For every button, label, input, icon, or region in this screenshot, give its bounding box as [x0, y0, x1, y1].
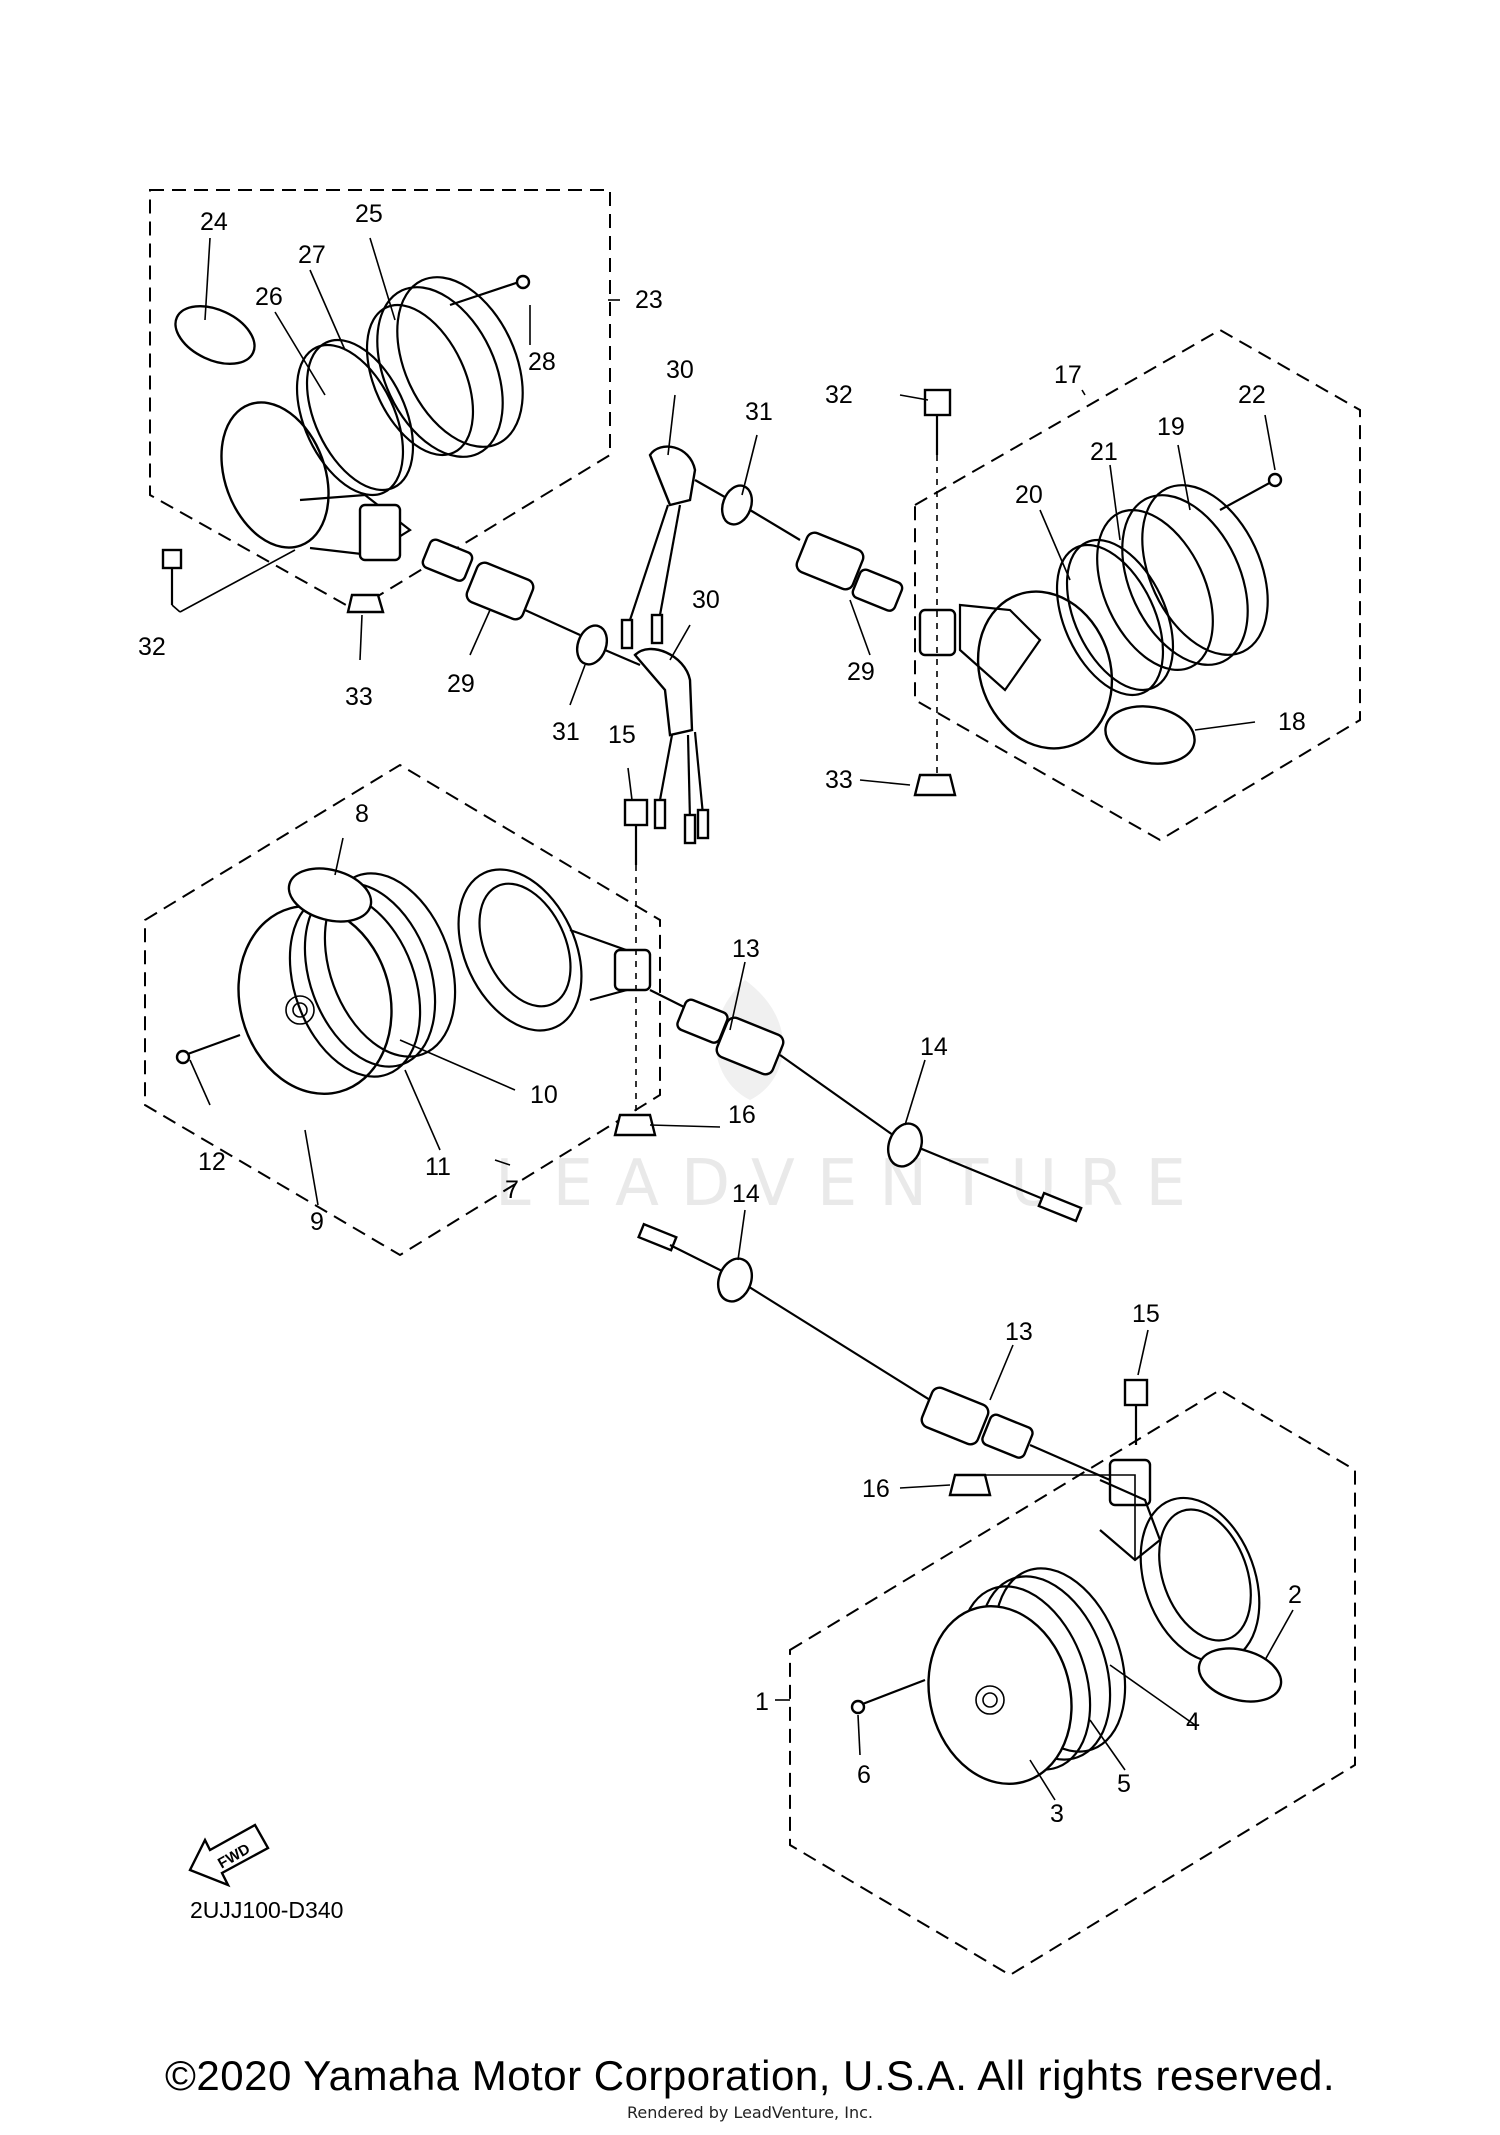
callout-14-upper: 14 [920, 1033, 948, 1061]
copyright-notice: ©2020 Yamaha Motor Corporation, U.S.A. A… [164, 2052, 1336, 2099]
callout-17: 17 [1054, 361, 1082, 389]
front-left-lamp-assembly [175, 798, 657, 1137]
callout-14-lower: 14 [732, 1180, 760, 1208]
callout-21: 21 [1090, 438, 1118, 466]
rear-left-lamp-assembly [161, 274, 531, 614]
callout-1: 1 [755, 1688, 769, 1716]
front-left-wiring [649, 989, 1083, 1223]
callout-25: 25 [355, 200, 383, 228]
callout-22: 22 [1238, 381, 1266, 409]
group-box-7 [144, 763, 661, 1257]
callout-24: 24 [200, 208, 228, 236]
callout-26: 26 [255, 283, 283, 311]
callout-32-right: 32 [825, 381, 853, 409]
rear-left-wiring [421, 538, 710, 845]
callout-labels: 24 25 27 26 23 28 30 31 32 17 22 19 21 2… [138, 200, 1306, 1828]
callout-3: 3 [1050, 1800, 1064, 1828]
leader-lines [171, 237, 1294, 1801]
rendered-by-credit: Rendered by LeadVenture, Inc. [627, 2103, 873, 2122]
callout-18: 18 [1278, 708, 1306, 736]
callout-9: 9 [310, 1208, 324, 1236]
callout-27: 27 [298, 241, 326, 269]
watermark-text: LEADVENTURE [495, 1147, 1208, 1221]
callout-16-lower: 16 [862, 1475, 890, 1503]
fwd-arrow-icon: FWD [188, 1823, 270, 1888]
bulb-18 [1104, 705, 1196, 765]
callout-32-left: 32 [138, 633, 166, 661]
group-box-17 [914, 328, 1361, 842]
front-right-wiring [637, 1222, 1111, 1482]
callout-30-upper: 30 [666, 356, 694, 384]
group-box-1 [789, 1388, 1356, 1977]
callout-6: 6 [857, 1761, 871, 1789]
rear-right-wiring [620, 445, 904, 650]
front-right-lamp-assembly [850, 1378, 1283, 1786]
callout-8: 8 [355, 800, 369, 828]
callout-33-left: 33 [345, 683, 373, 711]
lamp-rims-23 [295, 276, 524, 497]
callout-11: 11 [425, 1153, 451, 1181]
bulb-2 [1197, 1647, 1283, 1703]
lamp-rims-17 [1055, 484, 1269, 697]
callout-7: 7 [505, 1176, 519, 1204]
callout-16-upper: 16 [728, 1101, 756, 1129]
callout-28: 28 [528, 348, 556, 376]
callout-13-lower: 13 [1005, 1318, 1033, 1346]
callout-33-right: 33 [825, 766, 853, 794]
callout-4: 4 [1186, 1708, 1200, 1736]
callout-19: 19 [1157, 413, 1185, 441]
callout-10: 10 [530, 1081, 558, 1109]
callout-29-right: 29 [847, 658, 875, 686]
rear-right-lamp-assembly [913, 388, 1283, 797]
watermark-logo: LEADVENTURE [495, 980, 1208, 1221]
callout-31-upper: 31 [745, 398, 773, 426]
group-box-23 [149, 189, 611, 612]
callout-31-lower: 31 [552, 718, 580, 746]
bulb-24 [174, 305, 256, 365]
callout-12: 12 [198, 1148, 226, 1176]
callout-15-lower: 15 [1132, 1300, 1160, 1328]
callout-20: 20 [1015, 481, 1043, 509]
diagram-code: 2UJJ100-D340 [190, 1897, 344, 1923]
callout-29-left: 29 [447, 670, 475, 698]
callout-2: 2 [1288, 1581, 1302, 1609]
callout-23: 23 [635, 286, 663, 314]
callout-30-lower: 30 [692, 586, 720, 614]
callout-5: 5 [1117, 1770, 1131, 1798]
callout-15-upper: 15 [608, 721, 636, 749]
callout-13-upper: 13 [732, 935, 760, 963]
